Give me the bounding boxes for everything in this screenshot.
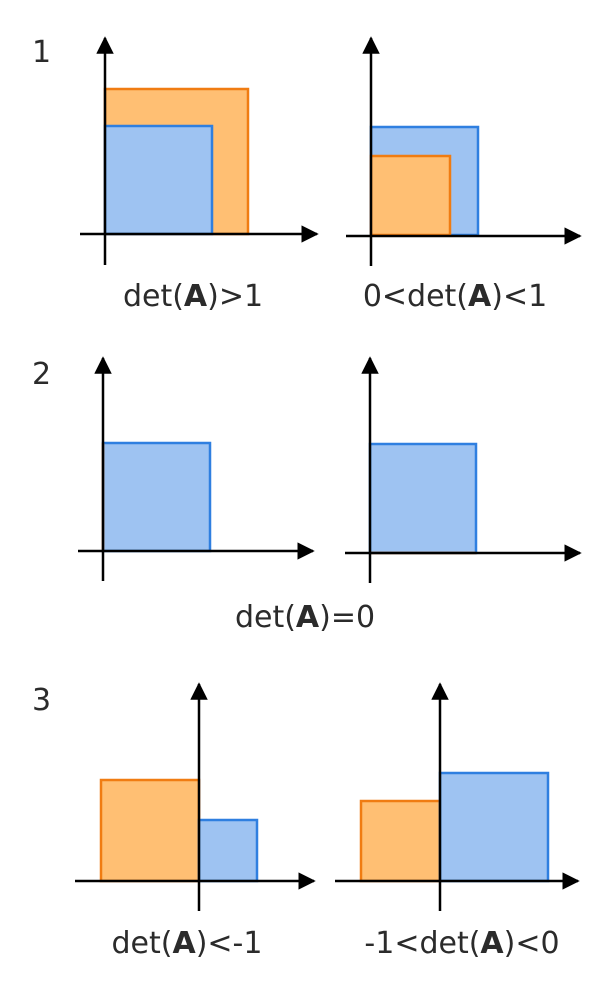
row-number-3: 3 — [32, 683, 51, 718]
row-number-1: 1 — [32, 35, 51, 70]
panel-1-left — [80, 36, 319, 265]
panel-3-right — [335, 682, 580, 911]
unit-square — [103, 124, 214, 236]
panel-2-left — [78, 356, 315, 581]
unit-square — [197, 818, 259, 883]
panel-2-right — [345, 356, 582, 583]
panel-3-left — [75, 682, 316, 911]
transformed-square — [369, 154, 452, 237]
unit-square — [438, 771, 550, 883]
transformed-square — [359, 799, 442, 883]
caption-det-between-0-1: 0<det(A)<1 — [363, 279, 547, 314]
caption-det-between-neg-1-0: -1<det(A)<0 — [364, 926, 559, 961]
panel-1-right — [346, 36, 582, 266]
row-number-2: 2 — [32, 357, 51, 392]
caption-det-lt-neg-1: det(A)<-1 — [112, 926, 263, 961]
unit-square — [368, 442, 478, 555]
caption-det-gt-1: det(A)>1 — [123, 279, 263, 314]
unit-square — [101, 441, 212, 553]
caption-det-eq-0: det(A)=0 — [235, 600, 375, 635]
transformed-square — [99, 778, 201, 883]
